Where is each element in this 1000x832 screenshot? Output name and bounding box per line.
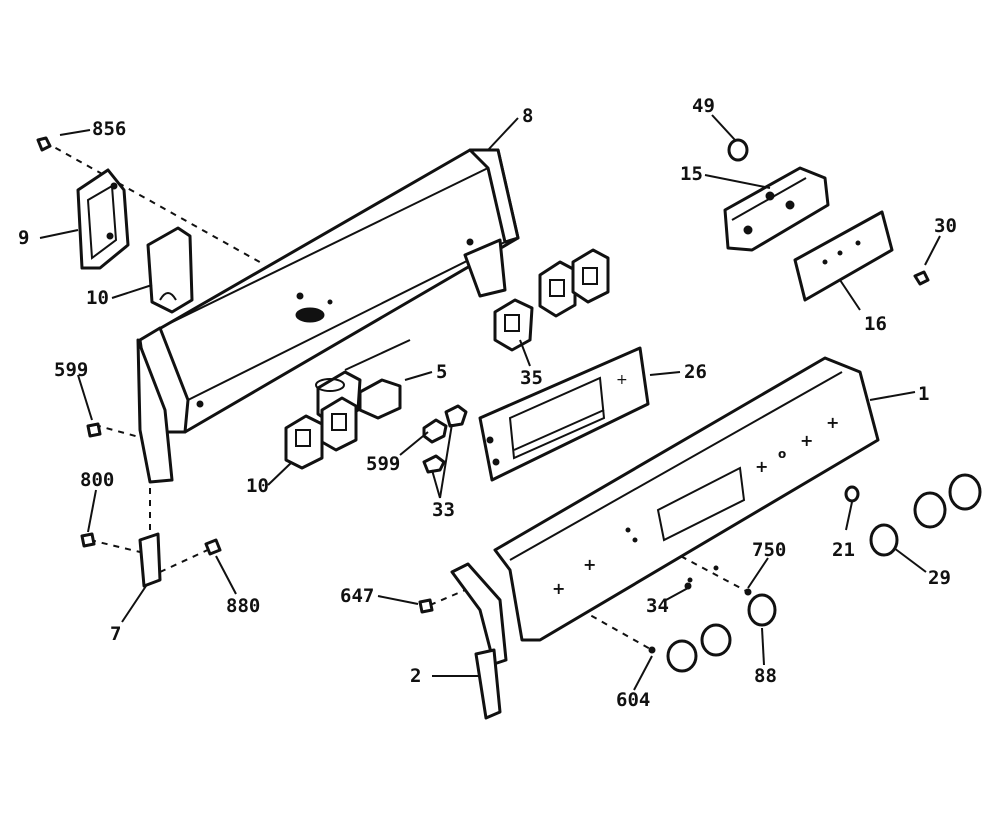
callout-599-left: 599 xyxy=(54,359,88,381)
part-33-clips xyxy=(422,404,468,474)
svg-text:+: + xyxy=(552,579,565,598)
callout-labels: 856 8 49 15 30 9 10 16 599 35 26 5 1 10 … xyxy=(18,95,957,711)
callout-35: 35 xyxy=(520,367,543,389)
callout-16: 16 xyxy=(864,313,887,335)
part-1-control-panel: + o + + + + xyxy=(493,356,880,642)
callout-8: 8 xyxy=(522,105,533,127)
callout-10-upper: 10 xyxy=(86,287,109,309)
svg-text:+: + xyxy=(583,555,596,574)
part-30-clip xyxy=(913,270,930,286)
part-2-end-trim xyxy=(450,562,508,720)
upper-switch-pair xyxy=(538,248,610,318)
callout-9: 9 xyxy=(18,227,29,249)
callout-88: 88 xyxy=(754,665,777,687)
callout-10-lower: 10 xyxy=(246,475,269,497)
callout-599-center: 599 xyxy=(366,453,400,475)
callout-856: 856 xyxy=(92,118,126,140)
part-10-lower-switches xyxy=(284,396,358,470)
callout-15: 15 xyxy=(680,163,703,185)
callout-647: 647 xyxy=(340,585,374,607)
part-15-clock-timer xyxy=(723,166,830,252)
callout-7: 7 xyxy=(110,623,121,645)
part-8-console-housing xyxy=(136,148,520,484)
leader-lines xyxy=(39,114,941,691)
part-26-panel-bracket: + xyxy=(478,346,650,482)
part-9-side-bracket xyxy=(76,168,130,270)
callout-34: 34 xyxy=(646,595,669,617)
svg-text:+: + xyxy=(800,431,813,450)
callout-1: 1 xyxy=(918,383,929,405)
callout-49: 49 xyxy=(692,95,715,117)
part-7-lower-bracket xyxy=(138,532,162,588)
part-21-clip xyxy=(844,485,860,503)
callout-800: 800 xyxy=(80,469,114,491)
svg-text:+: + xyxy=(616,372,628,388)
svg-text:+: + xyxy=(826,413,839,432)
callout-30: 30 xyxy=(934,215,957,237)
svg-text:+: + xyxy=(755,457,768,476)
callout-29: 29 xyxy=(928,567,951,589)
part-49-cap xyxy=(727,138,749,162)
screws xyxy=(36,136,752,654)
knobs-88 xyxy=(666,593,777,673)
knobs-29 xyxy=(869,473,982,557)
callout-21: 21 xyxy=(832,539,855,561)
part-16-overlay-plate xyxy=(793,210,894,302)
callout-2: 2 xyxy=(410,665,421,687)
part-10-upper-bracket xyxy=(146,226,194,314)
svg-text:o: o xyxy=(778,447,786,461)
callout-750: 750 xyxy=(752,539,786,561)
callout-880: 880 xyxy=(226,595,260,617)
callout-5: 5 xyxy=(436,361,447,383)
callout-26: 26 xyxy=(684,361,707,383)
callout-33: 33 xyxy=(432,499,455,521)
part-599-clip-center xyxy=(422,418,448,444)
part-35-switch xyxy=(493,298,534,352)
callout-604: 604 xyxy=(616,689,650,711)
